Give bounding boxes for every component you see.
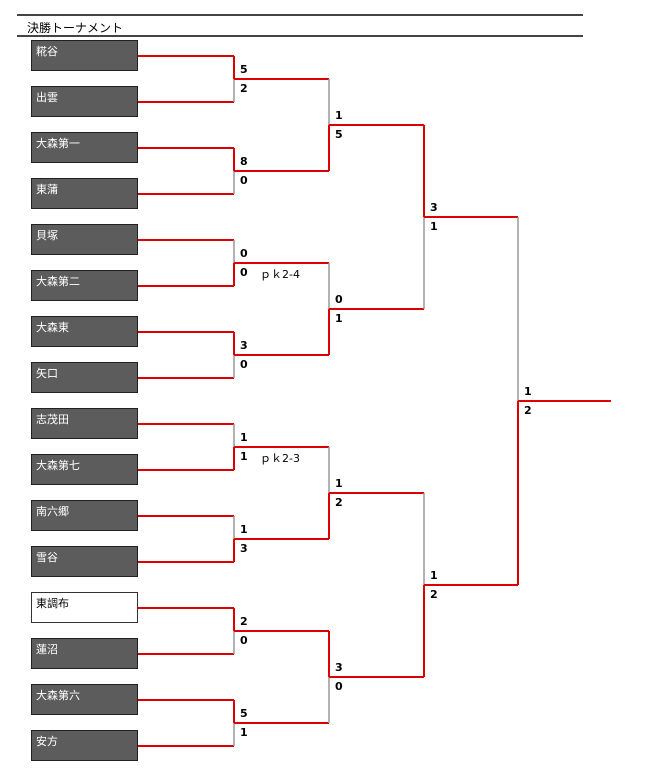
- team-name: 蓮沼: [36, 643, 58, 656]
- score: 1: [240, 431, 248, 444]
- score: 3: [240, 339, 248, 352]
- score: 2: [335, 496, 343, 509]
- score: 1: [240, 523, 248, 536]
- score: 3: [240, 542, 248, 555]
- team-name: 志茂田: [36, 413, 69, 426]
- score: 1: [335, 109, 343, 122]
- team-name: 南六郷: [36, 505, 69, 518]
- team-box: 雪谷: [31, 546, 138, 577]
- team-name: 貝塚: [36, 229, 58, 242]
- team-box: 志茂田: [31, 408, 138, 439]
- score: 1: [335, 312, 343, 325]
- score: 0: [335, 680, 343, 693]
- score: 1: [335, 477, 343, 490]
- team-box: 糀谷: [31, 40, 138, 71]
- team-name: 矢口: [36, 367, 58, 380]
- score: 5: [335, 128, 343, 141]
- score: 0: [335, 293, 343, 306]
- team-box: 大森第一: [31, 132, 138, 163]
- score: 1: [240, 450, 248, 463]
- team-name: 糀谷: [36, 45, 58, 58]
- team-box: 南六郷: [31, 500, 138, 531]
- team-name: 大森第一: [36, 137, 80, 150]
- score: 2: [240, 82, 248, 95]
- score: 0: [240, 358, 248, 371]
- score: 2: [430, 588, 438, 601]
- team-box: 東調布: [31, 592, 138, 623]
- score: 8: [240, 155, 248, 168]
- page-title: 決勝トーナメント: [27, 21, 124, 35]
- team-box: 大森第六: [31, 684, 138, 715]
- score: 3: [335, 661, 343, 674]
- score: 0: [240, 266, 248, 279]
- team-box: 大森第二: [31, 270, 138, 301]
- title-bar: 決勝トーナメント: [17, 14, 583, 37]
- score: 1: [430, 569, 438, 582]
- score: 1: [524, 385, 532, 398]
- team-box: 大森東: [31, 316, 138, 347]
- team-box: 貝塚: [31, 224, 138, 255]
- score: 2: [240, 615, 248, 628]
- pk-result: ｐｋ2-3: [260, 452, 300, 465]
- team-name: 大森第七: [36, 459, 80, 472]
- score: 0: [240, 247, 248, 260]
- score: 1: [430, 220, 438, 233]
- score: 0: [240, 174, 248, 187]
- team-name: 東蒲: [36, 183, 58, 196]
- score: 0: [240, 634, 248, 647]
- pk-result: ｐｋ2-4: [260, 268, 300, 281]
- team-name: 大森東: [36, 321, 69, 334]
- team-box: 出雲: [31, 86, 138, 117]
- team-name: 出雲: [36, 91, 58, 104]
- team-box: 東蒲: [31, 178, 138, 209]
- score: 5: [240, 707, 248, 720]
- team-name: 雪谷: [36, 551, 58, 564]
- team-box: 矢口: [31, 362, 138, 393]
- score: 5: [240, 63, 248, 76]
- team-name: 大森第二: [36, 275, 80, 288]
- score: 3: [430, 201, 438, 214]
- team-box: 安方: [31, 730, 138, 761]
- team-box: 蓮沼: [31, 638, 138, 669]
- score: 1: [240, 726, 248, 739]
- team-name: 安方: [36, 735, 58, 748]
- team-box: 大森第七: [31, 454, 138, 485]
- team-name: 大森第六: [36, 689, 80, 702]
- team-name: 東調布: [36, 597, 69, 610]
- score: 2: [524, 404, 532, 417]
